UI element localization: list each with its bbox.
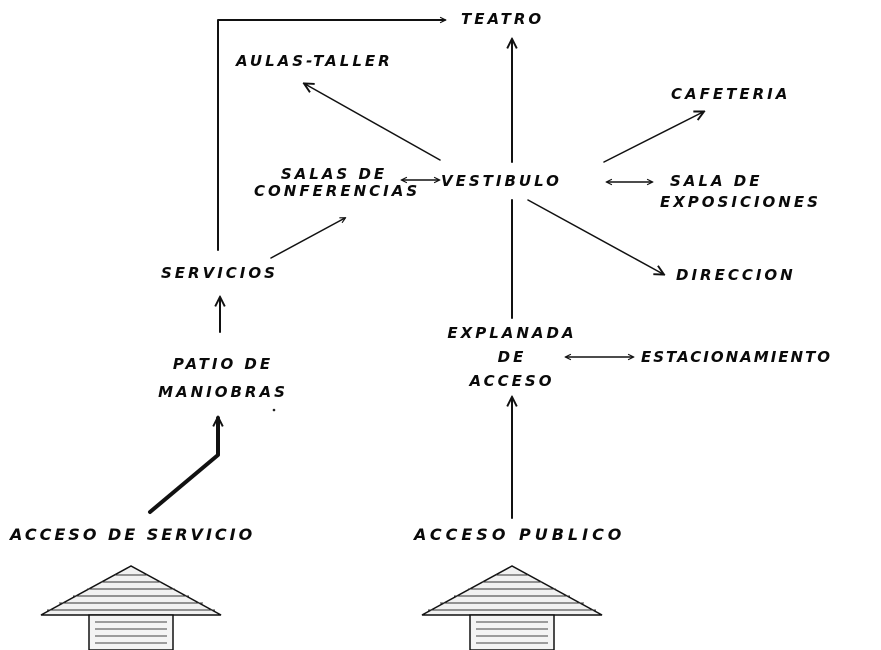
node-sala-de-exposiciones: SALA DE EXPOSICIONES	[660, 173, 821, 211]
node-aulas-taller: AULAS-TALLER	[236, 52, 393, 70]
node-explanada-line-1: EXPLANADA	[447, 324, 577, 342]
arrow-vestibulo-to-cafeteria	[603, 112, 703, 163]
node-vestibulo: VESTIBULO	[441, 172, 562, 190]
node-acceso-publico: ACCESO PUBLICO	[414, 525, 626, 544]
node-patio-line-1: PATIO DE	[172, 355, 274, 373]
arrow-vestibulo-to-direccion	[527, 199, 663, 274]
node-sala-line-2: EXPOSICIONES	[660, 193, 821, 211]
node-salas-de-conferencias: SALAS DE CONFERENCIAS	[254, 165, 421, 200]
arrow-servicios-to-teatro	[217, 20, 445, 251]
node-teatro: TEATRO	[461, 10, 545, 28]
node-cafeteria: CAFETERIA	[671, 85, 791, 103]
node-salas-line-1: SALAS DE	[280, 165, 388, 183]
node-explanada-line-3: ACCESO	[469, 372, 555, 390]
node-salas-line-2: CONFERENCIAS	[254, 182, 421, 200]
stray-ink-dot	[272, 408, 276, 412]
entry-arrow-icon	[40, 565, 222, 650]
node-sala-line-1: SALA DE	[670, 172, 763, 190]
node-direccion: DIRECCION	[676, 266, 796, 284]
node-acceso-de-servicio: ACCESO DE SERVICIO	[10, 525, 256, 544]
arrow-servicios-to-salas	[270, 218, 345, 259]
entry-arrow-icon	[421, 565, 603, 650]
node-estacionamiento: ESTACIONAMIENTO	[641, 348, 833, 366]
arrow-vestibulo-to-aulas	[305, 84, 441, 161]
arrow-acceso-servicio-to-patio	[148, 418, 218, 514]
node-patio-line-2: MANIOBRAS	[158, 383, 288, 401]
node-explanada-line-2: DE	[497, 348, 527, 366]
node-patio-de-maniobras: PATIO DE MANIOBRAS	[143, 350, 303, 406]
node-explanada-de-acceso: EXPLANADA DE ACCESO	[432, 321, 592, 393]
node-servicios: SERVICIOS	[161, 264, 278, 282]
